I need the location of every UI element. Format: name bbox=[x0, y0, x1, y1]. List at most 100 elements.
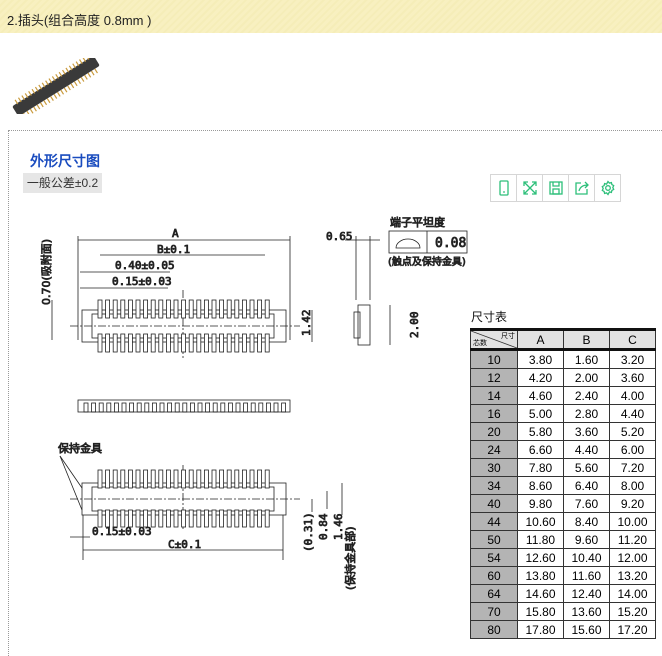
pin bbox=[257, 509, 263, 528]
pin bbox=[203, 299, 209, 319]
dim-0-65: 0.65 bbox=[326, 230, 353, 243]
size-table-title: 尺寸表 bbox=[471, 310, 508, 324]
size-cell: 4.40 bbox=[609, 404, 656, 423]
dimension-drawing: A B±0.1 0.40±0.05 0.15±0.03 0.70(吸附面) 1.… bbox=[39, 215, 468, 590]
col-b: B bbox=[563, 329, 610, 350]
pin bbox=[219, 333, 225, 353]
flatness-note: (触点及保持金具) bbox=[388, 255, 466, 268]
pin bbox=[196, 333, 202, 353]
flatness-value: 0.08 bbox=[435, 236, 466, 251]
share-button[interactable] bbox=[569, 175, 595, 201]
pin bbox=[196, 509, 202, 528]
settings-button[interactable] bbox=[595, 175, 620, 201]
mobile-button[interactable] bbox=[491, 175, 517, 201]
col-a: A bbox=[517, 329, 564, 350]
fullscreen-button[interactable] bbox=[517, 175, 543, 201]
pin bbox=[264, 299, 270, 319]
size-cell: 13.60 bbox=[563, 602, 610, 621]
pin bbox=[158, 333, 164, 353]
pin bbox=[158, 299, 164, 319]
pin bbox=[91, 402, 96, 413]
pin bbox=[127, 509, 133, 528]
size-cell: 5.80 bbox=[517, 422, 564, 441]
pin bbox=[143, 509, 149, 528]
size-cell: 6.60 bbox=[517, 440, 564, 459]
size-cell: 17.20 bbox=[609, 620, 656, 639]
dim-1-42: 1.42 bbox=[300, 310, 313, 337]
pin-count-cell: 54 bbox=[470, 548, 518, 567]
toolbar bbox=[490, 174, 621, 202]
pin bbox=[150, 333, 156, 353]
pin bbox=[143, 299, 149, 319]
pin-count-cell: 14 bbox=[470, 386, 518, 405]
pin bbox=[203, 333, 209, 353]
pin bbox=[188, 509, 194, 528]
pin bbox=[120, 469, 126, 489]
pin bbox=[106, 402, 112, 413]
dim-pitch: 0.40±0.05 bbox=[115, 259, 175, 272]
pin bbox=[165, 333, 171, 353]
pin bbox=[112, 333, 118, 353]
size-cell: 1.60 bbox=[563, 348, 610, 369]
pin bbox=[226, 299, 232, 319]
pin bbox=[241, 299, 247, 319]
pin bbox=[105, 509, 110, 528]
pin bbox=[220, 402, 226, 413]
pin bbox=[159, 402, 165, 413]
pin bbox=[234, 469, 240, 489]
pin bbox=[83, 402, 89, 413]
connector-side-view bbox=[353, 304, 371, 346]
pin bbox=[196, 469, 202, 489]
pin bbox=[120, 509, 126, 528]
pin bbox=[264, 333, 270, 353]
size-cell: 3.60 bbox=[563, 422, 610, 441]
size-cell: 13.20 bbox=[609, 566, 656, 585]
pin bbox=[174, 402, 180, 413]
pin bbox=[249, 299, 255, 319]
pin bbox=[189, 402, 195, 413]
save-button[interactable] bbox=[543, 175, 569, 201]
pin bbox=[135, 469, 141, 489]
pin-count-cell: 70 bbox=[470, 602, 518, 621]
size-cell: 10.40 bbox=[563, 548, 610, 567]
dim-width1: 0.15±0.03 bbox=[112, 275, 172, 288]
size-cell: 9.20 bbox=[609, 494, 656, 513]
pin bbox=[135, 509, 141, 528]
flatness-symbol-icon bbox=[395, 238, 421, 249]
pin bbox=[234, 299, 240, 319]
size-cell: 3.60 bbox=[609, 368, 656, 387]
dim-holder-part: (保持金具部) bbox=[343, 526, 357, 590]
pin bbox=[212, 402, 218, 413]
pin bbox=[120, 299, 126, 319]
pin bbox=[143, 333, 149, 353]
pin bbox=[249, 333, 255, 353]
pin bbox=[143, 469, 149, 489]
pin bbox=[188, 299, 194, 319]
pin bbox=[151, 402, 157, 413]
flatness-title: 端子平坦度 bbox=[390, 215, 445, 229]
pin bbox=[241, 509, 247, 528]
pin bbox=[211, 333, 217, 353]
size-cell: 12.40 bbox=[563, 584, 610, 603]
pin bbox=[158, 469, 164, 489]
pin bbox=[211, 299, 217, 319]
dim-a: A bbox=[172, 227, 179, 240]
pin bbox=[136, 402, 142, 413]
pin bbox=[219, 299, 225, 319]
size-cell: 11.20 bbox=[609, 530, 656, 549]
pin bbox=[129, 402, 135, 413]
pin-count-cell: 34 bbox=[470, 476, 518, 495]
dim-suction: 0.70(吸附面) bbox=[39, 239, 53, 305]
pin bbox=[203, 469, 209, 489]
size-cell: 4.00 bbox=[609, 386, 656, 405]
size-cell: 5.00 bbox=[517, 404, 564, 423]
size-cell: 2.80 bbox=[563, 404, 610, 423]
